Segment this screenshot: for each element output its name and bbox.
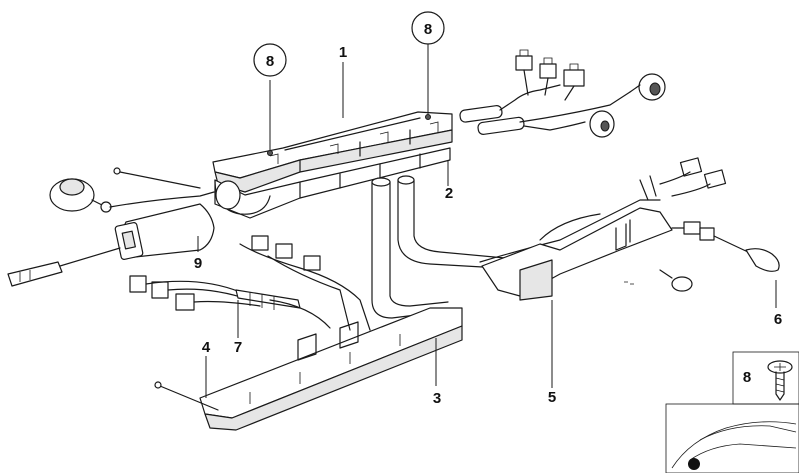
callout-9: 9: [194, 255, 202, 272]
location-marker-icon: [688, 458, 700, 470]
lower-channel-part-3: [154, 307, 463, 431]
middle-connectors: [239, 235, 371, 331]
callout-circle-8-right: [411, 11, 445, 45]
car-inset-box: [665, 403, 799, 473]
bracket-part-5: [479, 175, 673, 301]
callout-8-right: 8: [424, 21, 432, 38]
callout-4: 4: [202, 339, 211, 356]
callout-3: 3: [433, 390, 441, 407]
callout-8-left: 8: [266, 53, 274, 70]
callout-circle-8-left: [253, 43, 287, 77]
sub-harness-part-7: [129, 275, 331, 329]
cable-duct-cover-part-1: [212, 111, 453, 193]
screw-inset: 8: [732, 351, 799, 405]
cable-duct-channel-part-2: [214, 147, 451, 219]
callout-6: 6: [774, 311, 782, 328]
right-connectors: [624, 157, 780, 292]
callout-2: 2: [445, 185, 453, 202]
callout-5: 5: [548, 389, 556, 406]
callout-labels: 1 8 8 2 3 4 5 6 7 9: [194, 11, 782, 407]
callout-8-inset: 8: [743, 369, 751, 386]
callout-7: 7: [234, 339, 242, 356]
car-location-inset: [665, 403, 799, 473]
harness-tubes: [371, 175, 506, 319]
callout-1: 1: [339, 44, 347, 61]
left-sensor-assembly: [49, 167, 215, 213]
leader-lines: [197, 44, 777, 398]
upper-harness: [459, 49, 666, 138]
grommet-sleeve-part-9: [7, 203, 215, 287]
